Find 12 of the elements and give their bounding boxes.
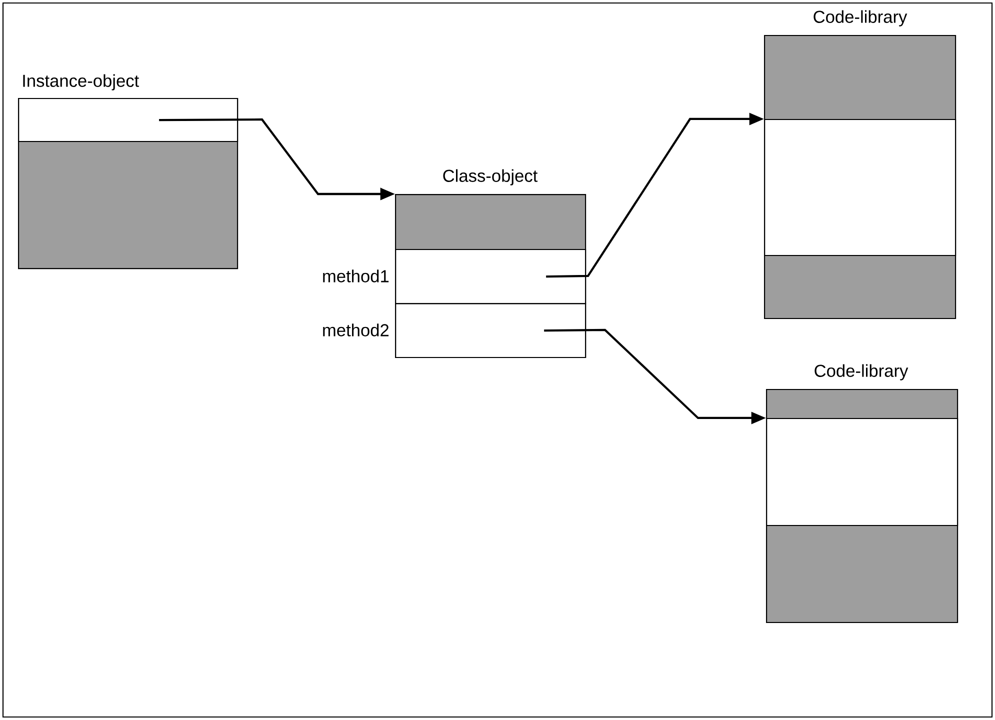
memory-block: Code-library — [764, 10, 956, 320]
memory-cell — [766, 418, 958, 526]
node-label: Code-library — [814, 10, 908, 26]
memory-cell — [18, 98, 238, 142]
memory-block: Code-library — [766, 364, 958, 624]
node-label: method2 — [323, 324, 389, 336]
node-label: Class-object — [443, 169, 538, 186]
node-label: Code-library — [814, 364, 908, 380]
memory-cell — [764, 119, 956, 256]
node-label: Instance-object — [23, 74, 140, 90]
node-label: method1 — [323, 270, 389, 282]
memory-block: Instance-object — [18, 74, 238, 270]
